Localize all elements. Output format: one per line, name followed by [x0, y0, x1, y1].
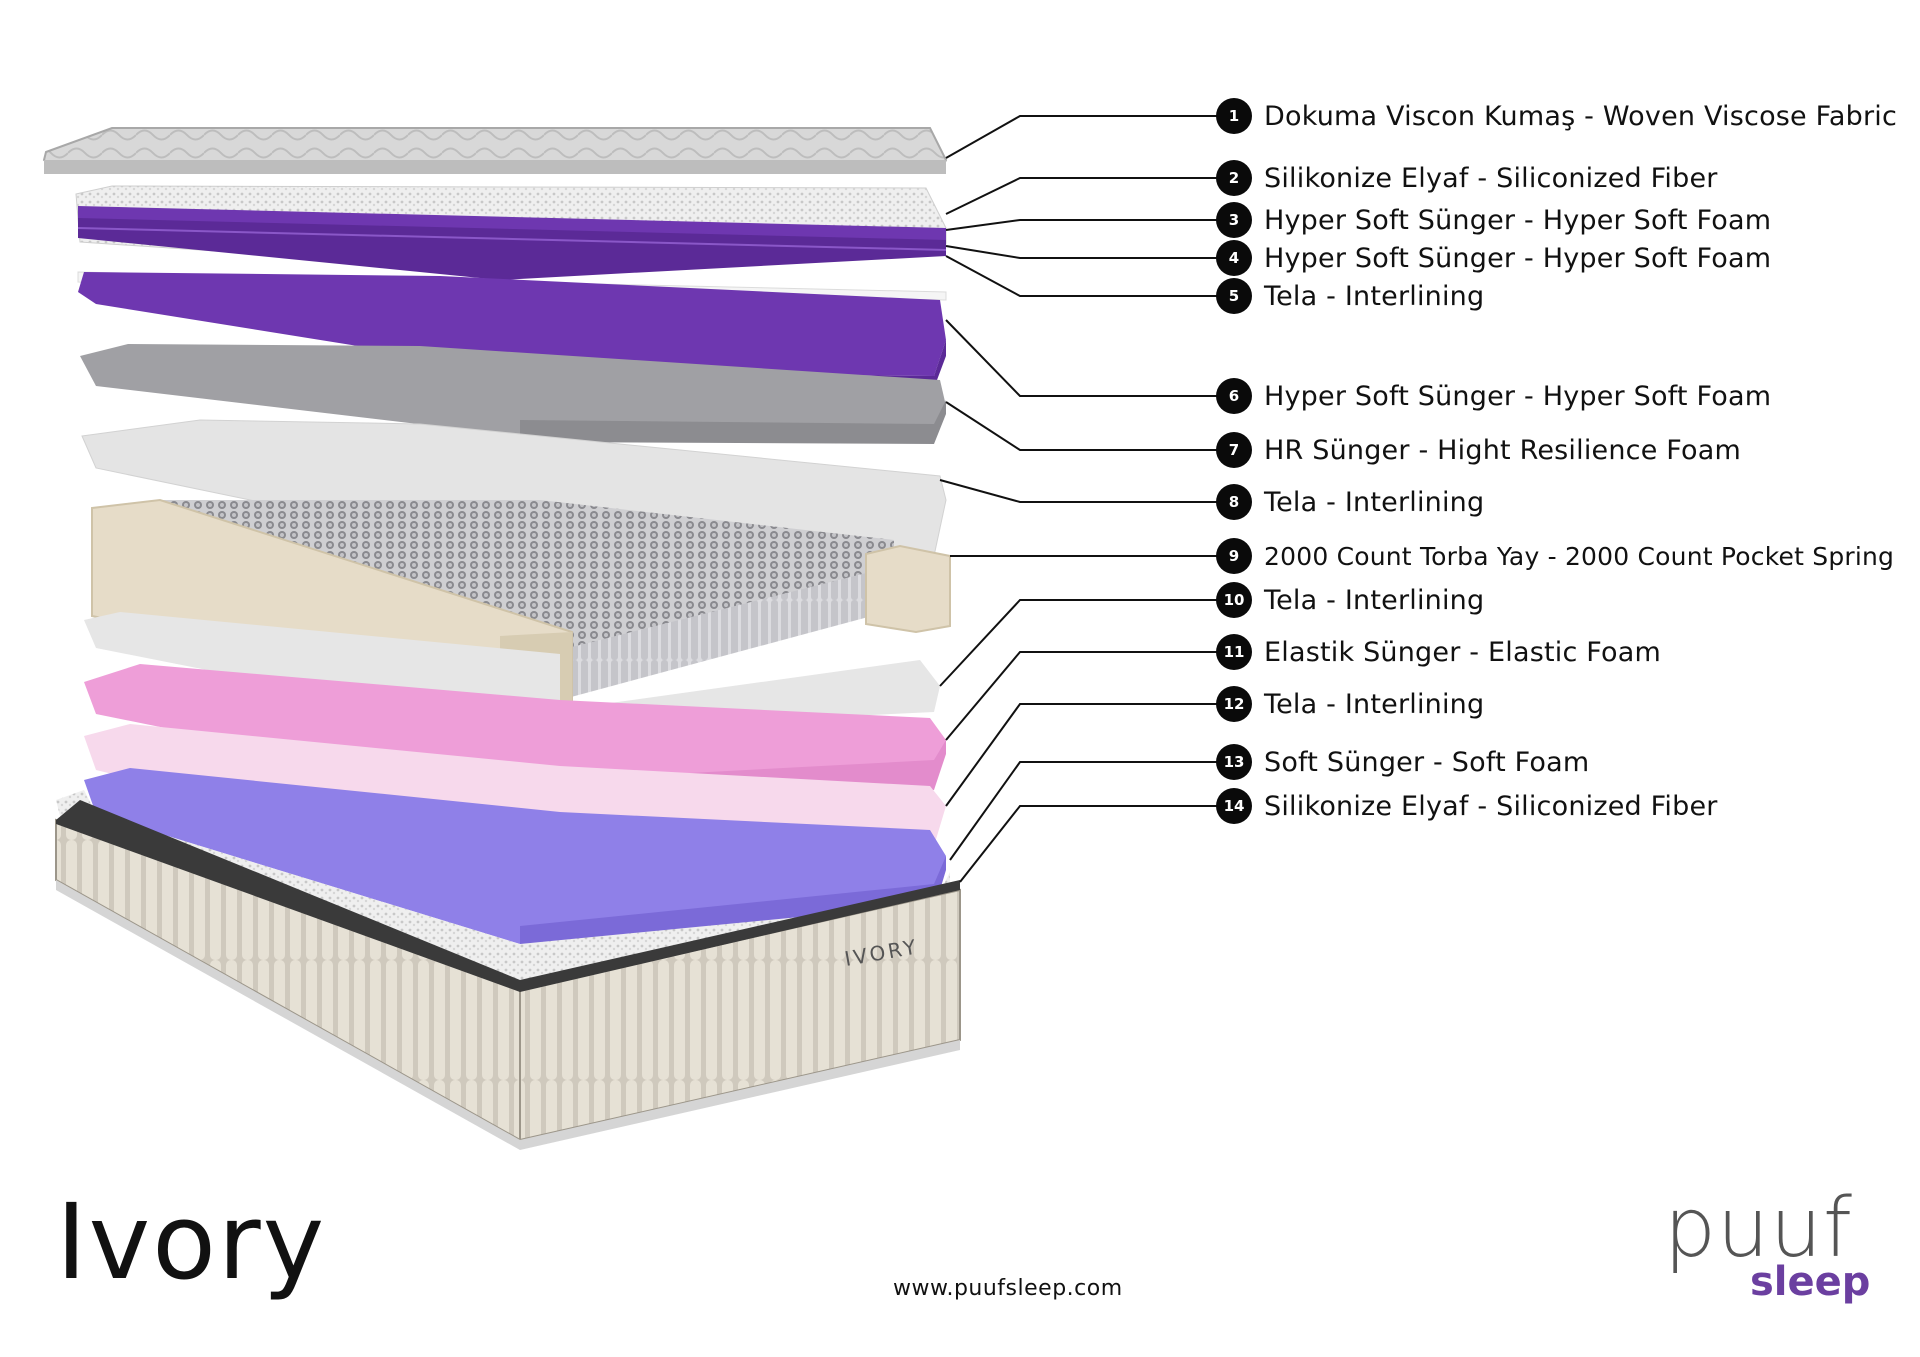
layer-label-text: 2000 Count Torba Yay - 2000 Count Pocket…: [1264, 541, 1895, 571]
layer-label-text: Hyper Soft Sünger - Hyper Soft Foam: [1264, 242, 1772, 274]
layer-number-badge: 3: [1216, 202, 1252, 238]
layer-label-text: Dokuma Viscon Kumaş - Woven Viscose Fabr…: [1264, 100, 1898, 132]
layer-label-4: 4 Hyper Soft Sünger - Hyper Soft Foam: [1216, 240, 1771, 276]
layer-number-badge: 2: [1216, 160, 1252, 196]
leader-line-13: [949, 761, 1222, 861]
leader-line-7: [945, 401, 1222, 451]
leader-line-2: [945, 177, 1222, 215]
layer-label-text: Tela - Interlining: [1264, 584, 1485, 616]
layer-number-badge: 1: [1216, 98, 1252, 134]
layer-label-13: 13 Soft Sünger - Soft Foam: [1216, 744, 1589, 780]
leader-line-1: [945, 115, 1222, 159]
layer-label-text: HR Sünger - Hight Resilience Foam: [1264, 434, 1742, 466]
layer-label-5: 5 Tela - Interlining: [1216, 278, 1484, 314]
leader-line-11: [945, 651, 1222, 741]
layer-number-badge: 8: [1216, 484, 1252, 520]
layer-label-2: 2 Silikonize Elyaf - Siliconized Fiber: [1216, 160, 1718, 196]
layer-number-badge: 4: [1216, 240, 1252, 276]
layer-label-text: Silikonize Elyaf - Siliconized Fiber: [1264, 162, 1718, 194]
layer-label-7: 7 HR Sünger - Hight Resilience Foam: [1216, 432, 1741, 468]
layer-label-12: 12 Tela - Interlining: [1216, 686, 1484, 722]
leader-line-8: [939, 479, 1222, 503]
layer-number-badge: 13: [1216, 744, 1252, 780]
layer-number-badge: 12: [1216, 686, 1252, 722]
leader-line-12: [945, 703, 1222, 807]
layer-label-text: Hyper Soft Sünger - Hyper Soft Foam: [1264, 380, 1772, 412]
layer-label-text: Elastik Sünger - Elastic Foam: [1264, 636, 1662, 668]
layer-number-badge: 10: [1216, 582, 1252, 618]
layer-14-siliconized-fiber-base: IVORY: [55, 790, 961, 1150]
layer-label-text: Silikonize Elyaf - Siliconized Fiber: [1264, 790, 1718, 822]
layer-label-text: Soft Sünger - Soft Foam: [1264, 746, 1590, 778]
leader-line-14: [959, 805, 1222, 883]
layer-label-3: 3 Hyper Soft Sünger - Hyper Soft Foam: [1216, 202, 1771, 238]
leader-line-5: [945, 255, 1222, 297]
brand-logo-top: puuf: [1664, 1181, 1853, 1276]
layer-10-interlining: [84, 612, 940, 732]
leader-lines: [939, 115, 1222, 883]
layer-label-9: 9 2000 Count Torba Yay - 2000 Count Pocke…: [1216, 538, 1894, 574]
layer-7-hr-foam: [80, 344, 946, 444]
layer-number-badge: 7: [1216, 432, 1252, 468]
brand-logo-bottom: sleep: [1750, 1259, 1871, 1305]
layer-3-4-hyper-soft-foam: [77, 206, 947, 280]
layer-13-soft-foam: [84, 768, 946, 952]
layer-number-badge: 6: [1216, 378, 1252, 414]
leader-line-3: [945, 219, 1222, 231]
layer-label-6: 6 Hyper Soft Sünger - Hyper Soft Foam: [1216, 378, 1771, 414]
layer-label-text: Tela - Interlining: [1264, 486, 1485, 518]
layer-label-text: Tela - Interlining: [1264, 280, 1485, 312]
leader-line-6: [945, 319, 1222, 397]
layer-number-badge: 9: [1216, 538, 1252, 574]
layer-label-10: 10 Tela - Interlining: [1216, 582, 1484, 618]
layer-label-text: Hyper Soft Sünger - Hyper Soft Foam: [1264, 204, 1772, 236]
layer-1-woven-viscose-fabric: [42, 127, 948, 174]
layer-label-1: 1 Dokuma Viscon Kumaş - Woven Viscose Fab…: [1216, 98, 1897, 134]
website-url: www.puufsleep.com: [893, 1276, 1123, 1301]
product-name: Ivory: [56, 1181, 327, 1303]
layer-label-text: Tela - Interlining: [1264, 688, 1485, 720]
leader-line-10: [939, 599, 1222, 687]
layer-label-11: 11 Elastik Sünger - Elastic Foam: [1216, 634, 1661, 670]
layer-number-badge: 14: [1216, 788, 1252, 824]
leader-line-4: [945, 245, 1222, 259]
layer-number-badge: 5: [1216, 278, 1252, 314]
layer-number-badge: 11: [1216, 634, 1252, 670]
layer-label-8: 8 Tela - Interlining: [1216, 484, 1484, 520]
layer-label-14: 14 Silikonize Elyaf - Siliconized Fiber: [1216, 788, 1718, 824]
